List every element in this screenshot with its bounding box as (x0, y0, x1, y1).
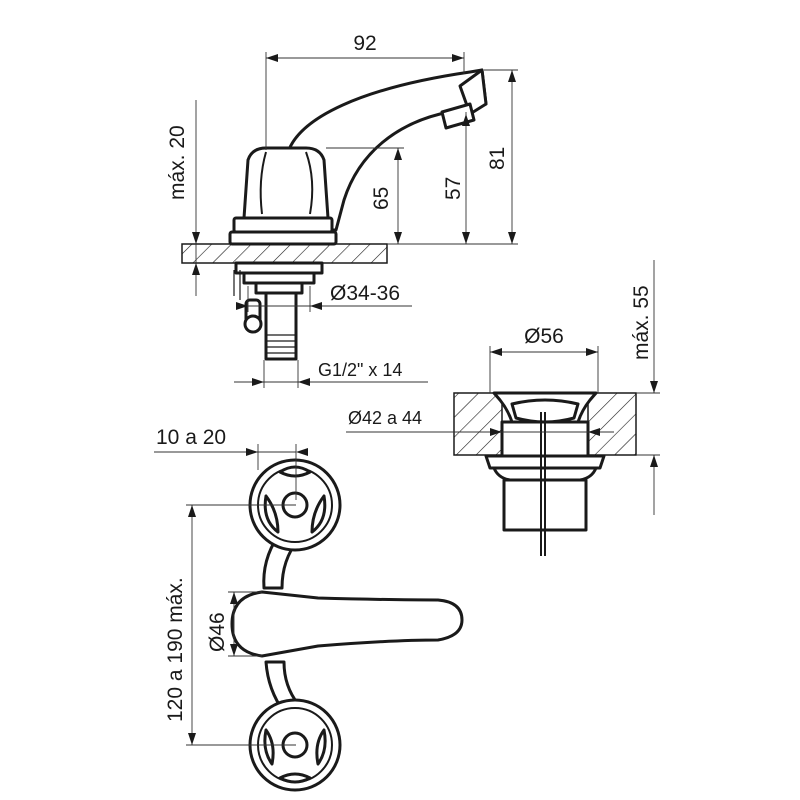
dim-centers: 120 a 190 máx. (164, 577, 187, 722)
lever (230, 590, 464, 658)
body-collar (232, 216, 334, 234)
dim-lever-diameter: Ø46 (206, 612, 229, 652)
drain-dimensions: Ø56 máx. 55 Ø42 a 44 (346, 260, 660, 515)
handle-head (242, 146, 330, 220)
upper-handle-notch-3 (310, 494, 327, 534)
drop-line (233, 270, 241, 300)
lower-handle-notch-2 (315, 728, 327, 766)
dim-max-counter-drain: máx. 55 (630, 285, 653, 360)
dim-hole-diameter: Ø34-36 (330, 282, 400, 305)
tap-dimensions: 92 máx. 20 65 57 81 Ø34-36 (166, 32, 518, 388)
lower-handle-notch-1 (263, 728, 275, 766)
dim-max-counter-tap: máx. 20 (166, 125, 189, 200)
dim-drain-diameter: Ø56 (524, 325, 564, 348)
dim-thread: G1/2" x 14 (318, 360, 402, 380)
dim-offset: 10 a 20 (156, 426, 226, 449)
upper-handle-notch-1 (278, 465, 312, 478)
tap-side-view (181, 68, 488, 361)
top-view-dimensions: 10 a 20 120 a 190 máx. Ø46 (154, 426, 308, 746)
shank-thread (266, 334, 296, 354)
dim-outlet-height: 57 (442, 177, 465, 200)
side-fitting-ring (243, 314, 263, 334)
handle-ridge-1 (259, 151, 267, 215)
body-base (228, 230, 338, 246)
dim-handle-height: 65 (370, 187, 393, 210)
countertop-slab (181, 243, 388, 264)
tap-top-view (230, 458, 464, 792)
dim-total-height: 81 (486, 147, 509, 170)
handle-ridge-2 (305, 151, 314, 215)
shank (264, 291, 298, 361)
drain-slab-right (587, 392, 637, 456)
dim-spout-reach: 92 (353, 32, 376, 55)
drain-section-view (453, 391, 637, 556)
drain-slab-left (453, 392, 503, 456)
dim-drain-hole-diameter: Ø42 a 44 (348, 408, 422, 428)
lower-handle-notch-3 (278, 772, 312, 784)
